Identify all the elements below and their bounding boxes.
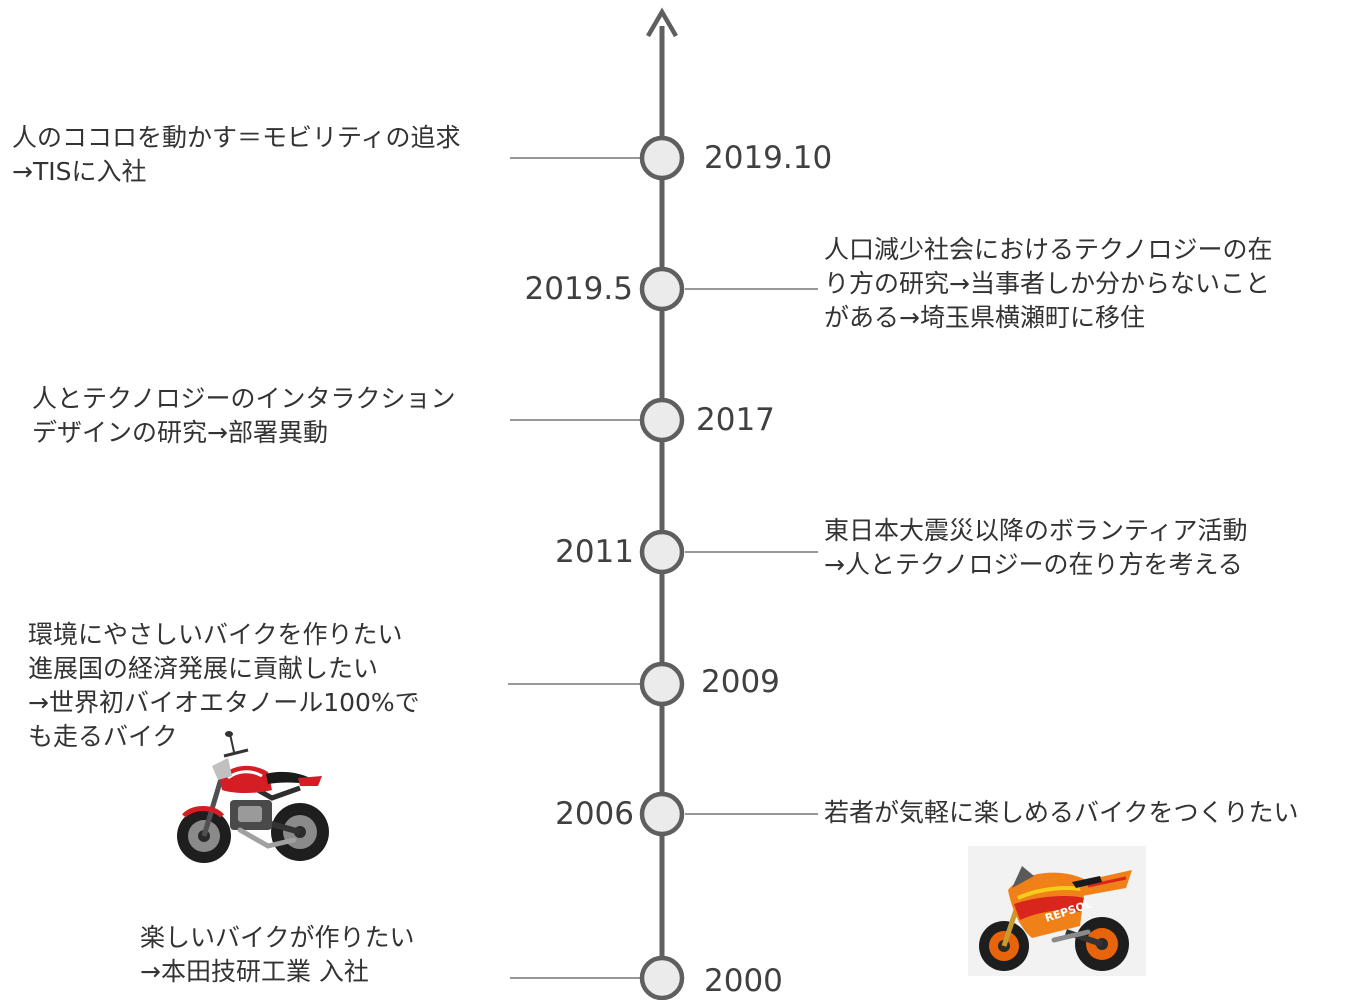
timeline-arrowhead xyxy=(646,7,678,38)
desc-line: 楽しいバイクが作りたい xyxy=(140,923,415,952)
node-2017 xyxy=(639,397,685,443)
year-label-2019-5: 2019.5 xyxy=(524,271,633,307)
desc-line: 進展国の経済発展に貢献したい xyxy=(28,654,379,683)
event-desc-2011: 東日本大震災以降のボランティア活動 →人とテクノロジーの在り方を考える xyxy=(824,514,1248,582)
node-2019-5 xyxy=(639,266,685,312)
naked-motorcycle-icon xyxy=(177,731,329,863)
year-label-2011: 2011 xyxy=(555,534,634,570)
event-desc-2009: 環境にやさしいバイクを作りたい 進展国の経済発展に貢献したい →世界初バイオエタ… xyxy=(28,618,420,754)
year-label-2019-10: 2019.10 xyxy=(704,140,833,176)
event-desc-2006: 若者が気軽に楽しめるバイクをつくりたい xyxy=(824,796,1299,830)
desc-line: デザインの研究→部署異動 xyxy=(32,418,328,447)
year-label-2006: 2006 xyxy=(555,796,634,832)
year-label-2009: 2009 xyxy=(701,664,780,700)
node-2000 xyxy=(639,955,685,1000)
desc-line: 人口減少社会におけるテクノロジーの在 xyxy=(824,235,1273,264)
desc-line: →本田技研工業 入社 xyxy=(140,957,369,986)
node-2019-10 xyxy=(639,135,685,181)
node-2006 xyxy=(639,791,685,837)
desc-line: がある→埼玉県横瀬町に移住 xyxy=(824,303,1145,332)
desc-line: →人とテクノロジーの在り方を考える xyxy=(824,550,1243,579)
desc-line: →TISに入社 xyxy=(12,157,147,186)
year-label-2017: 2017 xyxy=(696,402,775,438)
connectors xyxy=(508,157,818,979)
desc-line: 環境にやさしいバイクを作りたい xyxy=(28,620,403,649)
desc-line: 人とテクノロジーのインタラクション xyxy=(32,384,456,413)
year-label-2000: 2000 xyxy=(704,963,783,999)
nodes xyxy=(639,135,685,1000)
event-desc-2000: 楽しいバイクが作りたい →本田技研工業 入社 xyxy=(140,921,415,989)
event-desc-2019-10: 人のココロを動かす＝モビリティの追求 →TISに入社 xyxy=(12,121,461,189)
desc-line: →世界初バイオエタノール100%で xyxy=(28,688,420,717)
desc-line: り方の研究→当事者しか分からないこと xyxy=(824,269,1270,298)
sport-motorcycle-icon: REPSOL xyxy=(968,846,1146,976)
desc-line: も走るバイク xyxy=(28,722,178,751)
event-desc-2017: 人とテクノロジーのインタラクション デザインの研究→部署異動 xyxy=(32,382,456,450)
desc-line: 若者が気軽に楽しめるバイクをつくりたい xyxy=(824,798,1299,827)
event-desc-2019-5: 人口減少社会におけるテクノロジーの在 り方の研究→当事者しか分からないこと があ… xyxy=(824,233,1273,335)
node-2011 xyxy=(639,529,685,575)
node-2009 xyxy=(639,661,685,707)
desc-line: 東日本大震災以降のボランティア活動 xyxy=(824,516,1248,545)
desc-line: 人のココロを動かす＝モビリティの追求 xyxy=(12,123,461,152)
